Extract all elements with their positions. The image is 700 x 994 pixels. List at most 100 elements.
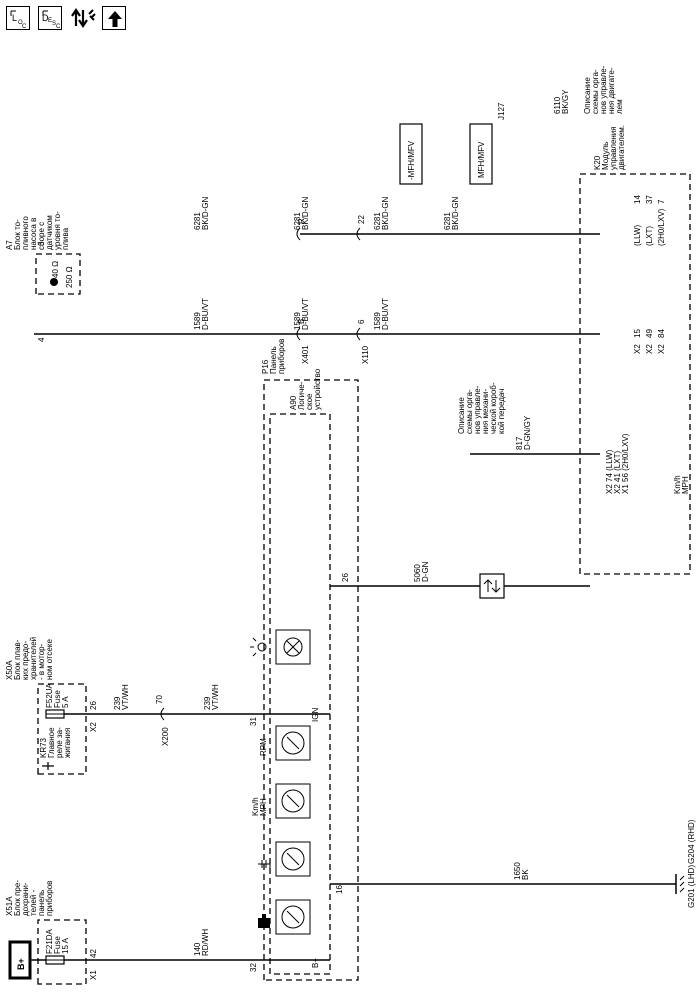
arrow-up-icon <box>108 11 122 27</box>
tachometer-gauge <box>275 725 311 761</box>
sensor-dot <box>50 278 58 286</box>
fuse-block-ip-id: X51A <box>5 896 14 916</box>
ecm-variant-1: (LLW) <box>633 224 642 246</box>
trans-desc-6: кой передач <box>497 389 506 434</box>
ecm-id: K20 <box>593 155 602 170</box>
relay-kr73-line1: KR73 <box>39 737 48 758</box>
ground-label-2: G204 (RHD) <box>687 819 696 864</box>
location-button[interactable]: L O C <box>6 6 30 30</box>
ecm-variant-2-pin: 37 <box>645 195 654 204</box>
ecm-speed-unit-1: Km/h <box>673 475 682 494</box>
ecm-pin-3-conn: X2 <box>657 344 666 354</box>
ecm-variant-2: (LXT) <box>645 226 654 246</box>
fuse-block-ip-conn: X1 <box>89 970 98 980</box>
bplus-label: B+ <box>16 958 26 970</box>
splice-j127: J127 <box>497 102 506 120</box>
wire-6110-number: 6110 <box>553 96 562 114</box>
panel-bplus: B+ <box>311 958 320 968</box>
instrument-panel-p16 <box>263 379 359 981</box>
description-button-letter-c: C <box>56 24 61 30</box>
ecm-desc-1: Модуль <box>601 142 610 170</box>
sensor-desc-5: датчиком <box>45 215 54 250</box>
connector-x110-id: X110 <box>361 345 370 364</box>
wire-239b-number: 239 <box>203 696 212 710</box>
ground-symbol <box>675 874 685 894</box>
relay-kr73-line2: Главное <box>47 727 56 758</box>
sensor-id: A7 <box>5 240 14 250</box>
fuse-f52ua-line3: 5 A <box>61 696 70 708</box>
panel-ign: IGN <box>311 708 320 722</box>
mfh-label-a: MFH/MFV <box>477 141 486 178</box>
fuse-block-eng-desc-3: хранителей <box>29 637 38 680</box>
fuse-f21da-line1: F21DA <box>45 928 54 954</box>
wire-6281d-number: 6281 <box>443 212 452 230</box>
sensor-desc-3: насоса в <box>29 218 38 250</box>
ecm-variant-1-pin: 14 <box>633 195 642 204</box>
logic-device-desc-1: Логиче- <box>297 381 306 410</box>
fuse-block-ip-desc-2: дохрани- <box>21 882 30 916</box>
swap-arrows-wrench-icon <box>71 8 96 28</box>
trans-line-2: X2 41 (LXT) <box>613 451 622 494</box>
wire-1589b-color: D-BU/VT <box>301 298 310 330</box>
wire-6281a-number: 6281 <box>193 212 202 230</box>
wire-1589c-number: 1589 <box>373 312 382 330</box>
panel-desc-2: приборов <box>277 339 286 374</box>
connector-x110-6 <box>356 327 361 341</box>
fuse-f52ua <box>45 709 65 719</box>
ecm-pin-1-conn: X2 <box>633 344 642 354</box>
connector-x200-id: X200 <box>161 727 170 746</box>
wire-140-number: 140 <box>193 942 202 956</box>
fuse-block-eng-id: X50A <box>5 660 14 680</box>
connector-x401-b <box>296 327 301 341</box>
fuse-block-ip-desc-1: Блок пре- <box>13 880 22 916</box>
wire-6281b-color: BK/D-GN <box>301 196 310 230</box>
engine-ref-desc-2: схемы орга- <box>591 69 600 114</box>
panel-pin-26: 26 <box>341 573 350 582</box>
sensor-desc-2: пливного <box>21 216 30 250</box>
wire-1589b-number: 1589 <box>293 312 302 330</box>
wire-140-color: RD/WH <box>201 929 210 956</box>
sensor-desc-1: Блок то- <box>13 219 22 250</box>
connector-x401-pin-r: R <box>297 218 306 224</box>
engine-ref-desc-3: нов управле- <box>599 65 608 114</box>
wire-1650-number: 1650 <box>513 862 522 880</box>
description-button-letter-d: D <box>42 13 49 23</box>
wire-6281d-color: BK/D-GN <box>451 196 460 230</box>
connector-x401-id: X401 <box>301 345 310 364</box>
panel-pin-16: 16 <box>335 885 344 894</box>
sensor-pin-3: 3 <box>37 241 46 246</box>
sensor-desc-7: плива <box>61 227 70 250</box>
mfh-label-b: -MFH/MFV <box>407 140 416 180</box>
logic-device-a90 <box>269 413 331 975</box>
wire-6281c-number: 6281 <box>373 212 382 230</box>
fuse-block-ip <box>37 919 87 985</box>
ecm-desc-2: управления <box>609 126 618 170</box>
wire-6281c-color: BK/D-GN <box>381 196 390 230</box>
wire-817-number: 817 <box>515 436 524 450</box>
fuse-f21da <box>40 955 65 965</box>
fuse-block-ip-desc-4: панель <box>37 890 46 916</box>
sensor-r2: 250 Ω <box>65 266 74 288</box>
tachometer-label: RPM <box>259 738 268 756</box>
speedometer-unit-2: MPH <box>259 798 268 816</box>
panel-pin-32: 32 <box>249 963 258 972</box>
description-button[interactable]: D E S C <box>38 6 62 30</box>
connector-x401-r <box>296 227 301 241</box>
trans-desc-5: ческой короб- <box>489 382 498 434</box>
location-button-letter-c: C <box>22 24 27 30</box>
relay-kr73 <box>42 762 54 770</box>
speedometer-unit-1: Km/h <box>251 797 260 816</box>
wire-239b-color: VT/WH <box>211 684 220 710</box>
sensor-r1: 40 Ω <box>51 261 60 278</box>
arrow-up-button[interactable] <box>102 6 126 30</box>
relay-kr73-line4: жигания <box>63 728 72 758</box>
logic-device-desc-2: ское <box>305 393 314 410</box>
swap-arrows-wrench-button[interactable] <box>70 6 96 30</box>
wire-6281b-number: 6281 <box>293 212 302 230</box>
connector-x110-pin-22: 22 <box>357 215 366 224</box>
panel-id: P16 <box>261 359 270 374</box>
trans-line-3: X1 56 (2H0/LXV) <box>621 433 630 494</box>
mfh-box-a <box>469 123 493 185</box>
description-button-letter-s: S <box>52 21 56 27</box>
